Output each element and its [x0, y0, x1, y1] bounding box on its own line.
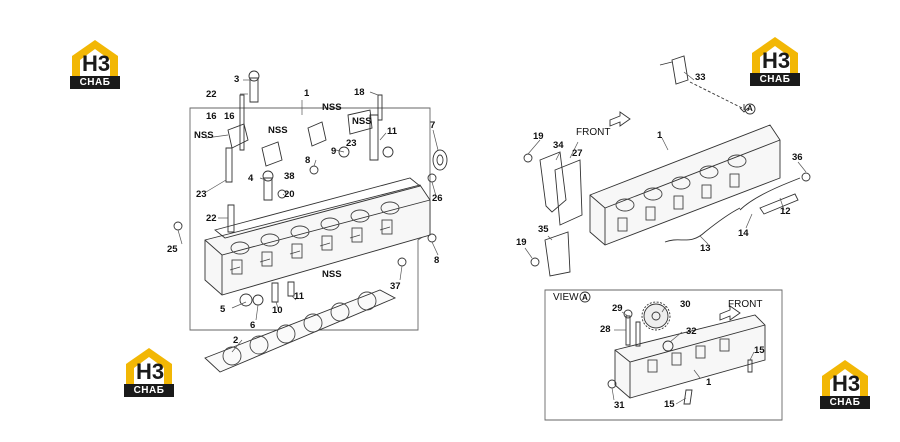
brand-logo: H3 СНАБ	[818, 358, 872, 410]
view-label: VIEW	[553, 292, 579, 303]
callout-8: 8	[434, 255, 440, 266]
callout-1: 1	[304, 88, 310, 99]
callout-37: 37	[390, 281, 401, 292]
front-label: FRONT	[728, 299, 763, 310]
callout-5: 5	[220, 304, 226, 315]
callout-32: 32	[686, 326, 697, 337]
callout-31: 31	[614, 400, 625, 411]
callout-15: 15	[754, 345, 765, 356]
brand-logo: H3 СНАБ	[748, 35, 802, 87]
callout-nss: NSS	[322, 269, 342, 280]
callout-22: 22	[206, 89, 217, 100]
callout-20: 20	[284, 189, 295, 200]
cylinder-head-left	[204, 184, 431, 296]
callout-33: 33	[695, 72, 706, 83]
view-a-frame	[544, 289, 783, 421]
house-icon	[72, 40, 118, 78]
callout-29: 29	[612, 303, 623, 314]
callout-25: 25	[167, 244, 178, 255]
callout-nss: NSS	[194, 130, 214, 141]
callout-18: 18	[354, 87, 365, 98]
logo-mark: H3	[831, 371, 861, 396]
callout-15: 15	[664, 399, 675, 410]
front-label: FRONT	[576, 127, 611, 138]
callout-12: 12	[780, 206, 791, 217]
callout-19: 19	[516, 237, 527, 248]
callout-34: 34	[553, 140, 564, 151]
logo-brand: СНАБ	[750, 73, 800, 86]
callout-16: 16	[224, 111, 235, 122]
left-group-frame	[189, 107, 431, 331]
callout-14: 14	[738, 228, 749, 239]
callout-28: 28	[600, 324, 611, 335]
logo-mark: H3	[761, 48, 791, 73]
callout-11: 11	[387, 126, 398, 137]
marker-a-letter: A	[747, 104, 753, 113]
head-gasket	[204, 289, 397, 373]
callout-11: 11	[294, 291, 305, 302]
callout-23: 23	[346, 138, 357, 149]
callout-36: 36	[792, 152, 803, 163]
logo-brand: СНАБ	[820, 396, 870, 409]
callout-30: 30	[680, 299, 691, 310]
callout-26: 26	[432, 193, 443, 204]
house-icon	[822, 360, 868, 398]
brand-logo: H3 СНАБ	[122, 346, 176, 398]
logo-mark: H3	[81, 51, 111, 76]
callout-nss: NSS	[352, 116, 372, 127]
logo-brand: СНАБ	[124, 384, 174, 397]
callout-7: 7	[430, 120, 436, 131]
view-a-letter: A	[582, 293, 588, 302]
callout-10: 10	[272, 305, 283, 316]
callout-2: 2	[233, 335, 239, 346]
callout-1: 1	[706, 377, 712, 388]
callout-19: 19	[533, 131, 544, 142]
callout-27: 27	[572, 148, 583, 159]
logo-brand: СНАБ	[70, 76, 120, 89]
callout-38: 38	[284, 171, 295, 182]
callout-13: 13	[700, 243, 711, 254]
callout-8: 8	[305, 155, 311, 166]
callout-16: 16	[206, 111, 217, 122]
callout-1: 1	[657, 130, 663, 141]
brand-logo: H3 СНАБ	[68, 38, 122, 90]
callout-6: 6	[250, 320, 256, 331]
cylinder-head-right	[589, 124, 781, 246]
callout-nss: NSS	[322, 102, 342, 113]
view-a-circle	[579, 291, 591, 303]
callout-35: 35	[538, 224, 549, 235]
callout-3: 3	[234, 74, 240, 85]
callout-22: 22	[206, 213, 217, 224]
marker-a-circle	[744, 103, 756, 115]
house-icon	[752, 37, 798, 75]
logo-mark: H3	[135, 359, 165, 384]
callout-9: 9	[331, 146, 337, 157]
callout-4: 4	[248, 173, 254, 184]
house-icon	[126, 348, 172, 386]
callout-23: 23	[196, 189, 207, 200]
callout-nss: NSS	[268, 125, 288, 136]
